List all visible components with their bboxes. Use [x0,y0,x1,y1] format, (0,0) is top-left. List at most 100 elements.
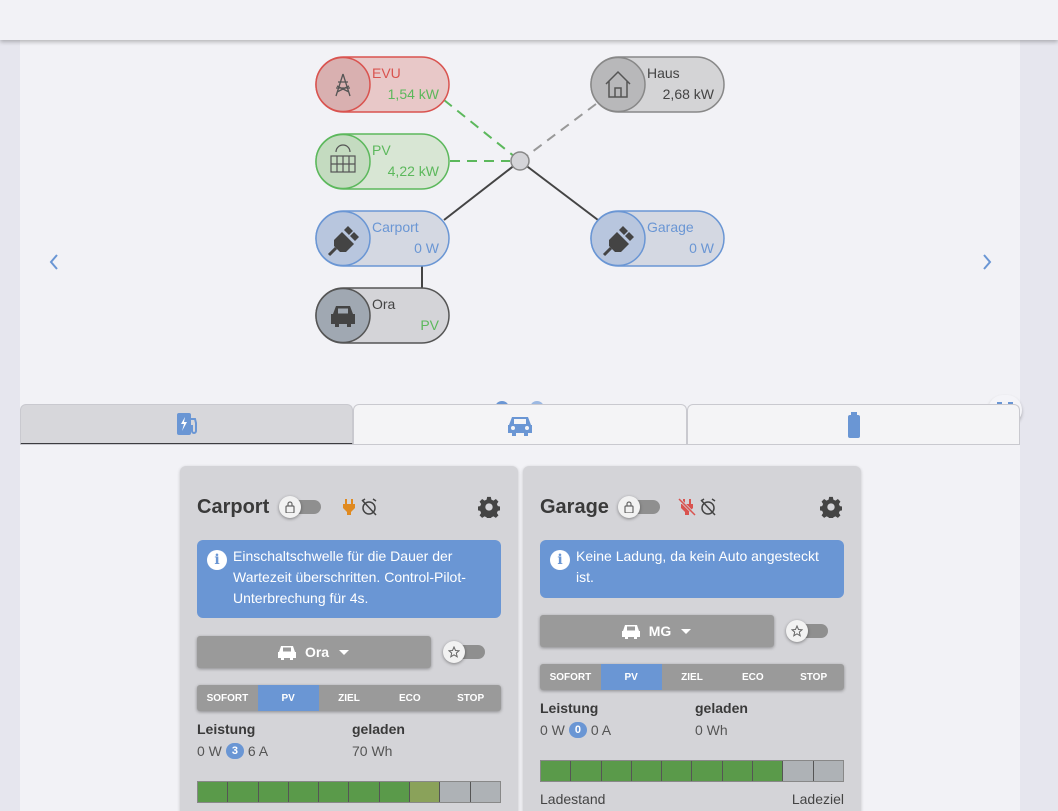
geladen-value: 0 Wh [695,722,728,738]
soc-segment [440,782,471,802]
soc-segment [349,782,380,802]
soc-segment [813,761,843,781]
mode-button-eco[interactable]: ECO [741,671,764,683]
leistung-value: 0 W 0 0 A [540,722,611,738]
soc-segment [662,761,693,781]
ladeziel-label: Ladeziel [791,791,844,807]
soc-segment [288,782,320,802]
carousel-prev-button[interactable] [42,248,66,276]
flow-hub [510,151,530,171]
node-haus[interactable]: Haus 2,68 kW [590,56,725,113]
node-ora[interactable]: Ora PV [315,287,450,344]
vehicle-select[interactable]: MG [540,615,774,647]
leistung-label: Leistung [197,721,256,737]
settings-gear-icon[interactable] [820,496,842,518]
mode-button-sofort[interactable]: SOFORT [549,671,592,683]
lock-toggle[interactable] [618,496,662,518]
settings-gear-icon[interactable] [478,496,500,518]
soc-segment [601,761,632,781]
soc-segment [470,782,500,802]
flow-line-carport [443,160,521,221]
chevron-down-icon [681,629,692,634]
mode-button-stop[interactable]: STOP [800,671,828,683]
info-text: Keine Ladung, da kein Auto angesteckt is… [576,548,819,585]
chevron-left-icon [49,254,58,270]
vehicle-select[interactable]: Ora [197,636,431,668]
battery-icon [847,412,860,438]
tab-charge-points[interactable] [20,404,353,445]
ora-value: PV [420,317,439,333]
geladen-label: geladen [695,700,748,716]
node-garage[interactable]: Garage 0 W [590,210,725,267]
carport-label: Carport [372,219,419,235]
soc-segment [753,761,784,781]
tab-divider [20,444,1020,445]
chevron-right-icon [983,254,992,270]
evu-value: 1,54 kW [388,86,440,102]
power-value: 0 W [540,722,565,738]
lock-icon [618,496,640,518]
mode-button-pv[interactable]: PV [257,685,319,711]
tab-vehicles[interactable] [353,404,687,445]
ladestand-label: Ladestand [540,791,606,807]
card-title: Garage [540,496,609,518]
soc-segment [319,782,350,802]
chevron-down-icon [339,650,350,655]
mode-button-eco[interactable]: ECO [398,692,421,704]
carport-value: 0 W [414,240,440,256]
info-text: Einschaltschwelle für die Dauer der Wart… [233,548,466,606]
favorite-toggle[interactable] [443,641,489,663]
solar-panel-icon [330,144,356,173]
flow-line-garage [519,160,599,221]
node-carport[interactable]: Carport 0 W [315,210,450,267]
charge-point-card-carport: Carport i Einschaltschwelle für die Daue… [180,466,518,811]
geladen-value: 70 Wh [352,743,393,759]
soc-segment [571,761,602,781]
leistung-value: 0 W 3 6 A [197,743,268,759]
info-message: i Keine Ladung, da kein Auto angesteckt … [540,540,844,598]
soc-segment [783,761,814,781]
current-value: 0 A [590,722,612,738]
pv-value: 4,22 kW [388,163,440,179]
ora-label: Ora [372,296,396,312]
lock-toggle[interactable] [279,496,323,518]
alarm-off-icon [361,498,377,516]
node-evu[interactable]: EVU 1,54 kW [315,56,450,113]
charge-point-card-garage: Garage i Keine Ladung, da kein Auto ange… [523,466,861,811]
mode-button-pv[interactable]: PV [600,664,662,690]
info-icon: i [207,550,227,570]
plug-icon [602,226,634,257]
info-message: i Einschaltschwelle für die Dauer der Wa… [197,540,501,618]
fullscreen-icon [997,402,1013,418]
soc-bar[interactable] [540,760,844,782]
evu-label: EVU [372,65,401,81]
tab-battery[interactable] [687,404,1020,445]
mode-button-ziel[interactable]: ZIEL [681,671,703,683]
flow-line-haus [519,91,613,162]
car-icon [508,417,532,436]
power-pylon-icon [335,73,351,97]
favorite-toggle[interactable] [786,620,832,642]
star-icon [443,641,465,663]
haus-label: Haus [647,65,680,81]
charge-mode-bar: SOFORT PV ZIEL ECO STOP [197,685,501,711]
car-icon [331,306,355,327]
soc-segment [258,782,289,802]
lock-icon [279,496,301,518]
current-value: 6 A [247,743,269,759]
node-pv[interactable]: PV 4,22 kW [315,133,450,190]
house-icon [605,70,631,98]
garage-value: 0 W [689,240,715,256]
haus-value: 2,68 kW [663,86,715,102]
soc-bar[interactable] [197,781,501,803]
mode-button-ziel[interactable]: ZIEL [338,692,360,704]
alarm-off-icon [700,498,716,516]
carousel-next-button[interactable] [975,248,999,276]
star-icon [786,620,808,642]
plug-icon [327,226,359,257]
plug-disconnected-icon [678,498,696,516]
soc-segment [692,761,723,781]
mode-button-stop[interactable]: STOP [457,692,485,704]
power-flow-diagram: EVU 1,54 kW PV 4,22 kW Haus 2,68 kW [315,56,725,344]
mode-button-sofort[interactable]: SOFORT [206,692,249,704]
